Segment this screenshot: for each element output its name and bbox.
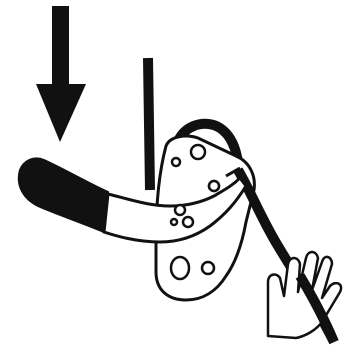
lever-grip — [19, 158, 108, 232]
rope-top-strand — [148, 58, 150, 190]
down-arrow-icon — [36, 6, 86, 142]
